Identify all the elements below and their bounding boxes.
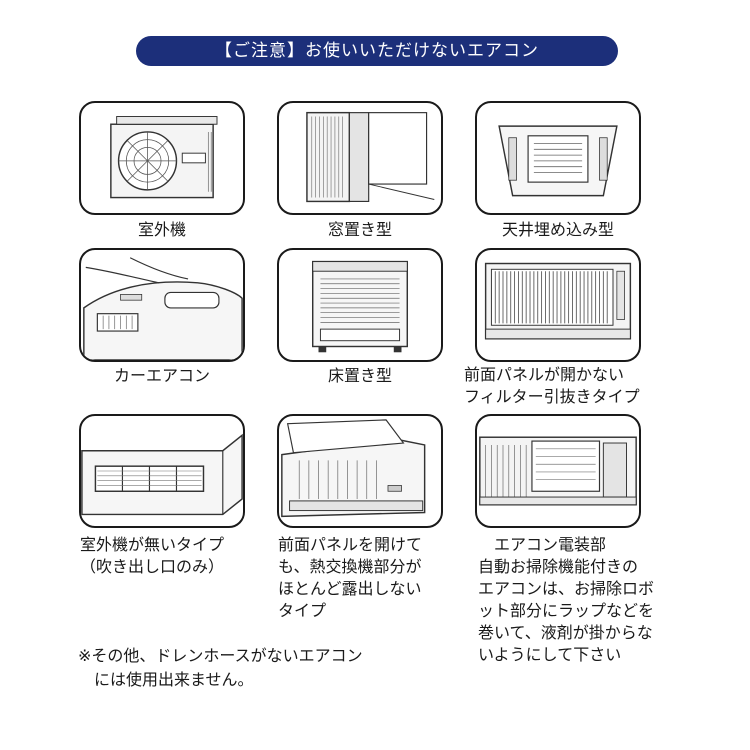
caption-line: ほとんど露出しない bbox=[278, 579, 422, 598]
card-outdoor-unit bbox=[79, 101, 245, 215]
robot-cleaning-icon bbox=[479, 436, 637, 506]
card-ceiling-cassette bbox=[475, 101, 641, 215]
caption-car-aircon: カーエアコン bbox=[113, 366, 210, 385]
caption-vent-only: 室外機が無いタイプ （吹き出し口のみ） bbox=[80, 534, 224, 578]
ceiling-cassette-icon bbox=[498, 125, 618, 197]
caption-line: 巻いて、液剤が掛からな bbox=[478, 623, 653, 642]
floor-unit-icon bbox=[311, 260, 409, 353]
caption-floor-unit: 床置き型 bbox=[327, 366, 392, 385]
caption-line: 室外機が無いタイプ bbox=[80, 535, 225, 554]
card-filter-pullout bbox=[475, 248, 641, 362]
caption-line: エアコンは、お掃除ロボ bbox=[478, 579, 655, 598]
caption-line: いようにして下さい bbox=[478, 645, 622, 664]
footnote-line-2: には使用出来ません。 bbox=[94, 670, 254, 689]
card-vent-only bbox=[79, 414, 245, 528]
footnote: ※その他、ドレンホースがないエアコン には使用出来ません。 bbox=[78, 644, 363, 692]
window-unit-icon bbox=[306, 111, 435, 203]
caption-outdoor-unit: 室外機 bbox=[137, 220, 186, 239]
caption-line: 自動お掃除機能付きの bbox=[478, 557, 639, 576]
caption-filter-pullout: 前面パネルが開かない フィルター引抜きタイプ bbox=[464, 364, 640, 408]
card-car-aircon bbox=[79, 248, 245, 362]
caption-line: （吹き出し口のみ） bbox=[80, 557, 225, 576]
caption-robot-cleaning: エアコン電装部 自動お掃除機能付きの エアコンは、お掃除ロボ ット部分にラップな… bbox=[478, 534, 654, 666]
card-floor-unit bbox=[277, 248, 443, 362]
caption-line: フィルター引抜きタイプ bbox=[464, 387, 640, 406]
card-robot-cleaning bbox=[475, 414, 641, 528]
caption-open-panel: 前面パネルを開けて も、熱交換機部分が ほとんど露出しない タイプ bbox=[278, 534, 422, 622]
vent-only-icon bbox=[81, 433, 243, 516]
card-window-unit bbox=[277, 101, 443, 215]
filter-pullout-icon bbox=[484, 262, 632, 340]
caption-line: 前面パネルを開けて bbox=[278, 535, 423, 554]
caption-window-unit: 窓置き型 bbox=[327, 220, 392, 239]
caption-line: も、熱交換機部分が bbox=[278, 557, 422, 576]
caption-line: 前面パネルが開かない bbox=[464, 365, 625, 384]
outdoor-unit-icon bbox=[110, 116, 218, 199]
footnote-line-1: ※その他、ドレンホースがないエアコン bbox=[78, 646, 363, 665]
caption-line: タイプ bbox=[278, 601, 327, 620]
caption-ceiling-cassette: 天井埋め込み型 bbox=[501, 220, 614, 239]
caption-line: ット部分にラップなどを bbox=[478, 601, 655, 620]
car-aircon-icon bbox=[83, 257, 243, 360]
caption-line: エアコン電装部 bbox=[478, 535, 607, 554]
warning-banner: 【ご注意】お使いいただけないエアコン bbox=[136, 36, 618, 66]
open-panel-icon bbox=[281, 419, 426, 518]
card-open-panel bbox=[277, 414, 443, 528]
